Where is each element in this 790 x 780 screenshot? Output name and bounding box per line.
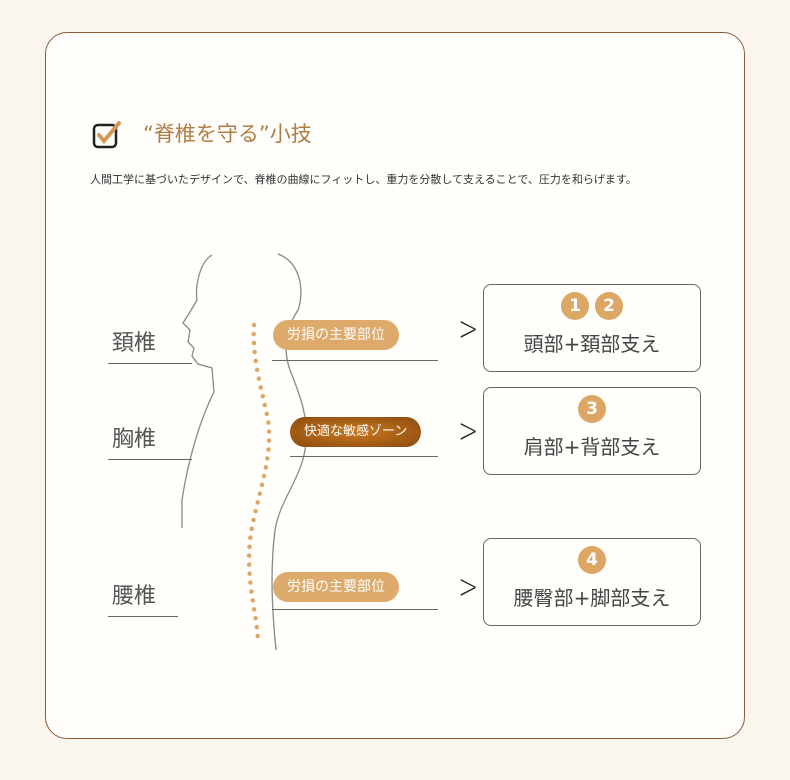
number-badge: 2 — [595, 292, 623, 320]
box-label: 頭部+頚部支え — [523, 332, 661, 356]
support-box-shoulder-back: 3 肩部+背部支え — [483, 387, 701, 475]
checkbox-icon — [92, 121, 121, 149]
label-cervical: 頚椎 — [108, 325, 192, 364]
number-badge: 1 — [561, 292, 589, 320]
number-badge: 3 — [578, 395, 606, 423]
label-lumbar: 腰椎 — [108, 578, 178, 617]
divider — [290, 456, 438, 457]
chevron-right-icon: > — [458, 411, 479, 451]
box-label: 腰臀部+脚部支え — [513, 586, 671, 610]
spine-dots — [246, 322, 272, 643]
chevron-right-icon: > — [458, 309, 479, 349]
box-label: 肩部+背部支え — [523, 435, 661, 459]
tag-thoracic: 快適な敏感ゾーン — [290, 417, 422, 447]
divider — [272, 360, 438, 361]
tag-neck: 労損の主要部位 — [273, 320, 399, 350]
page-title: “脊椎を守る”小技 — [143, 122, 312, 146]
tag-lumbar: 労損の主要部位 — [273, 572, 399, 602]
support-box-hip-leg: 4 腰臀部+脚部支え — [483, 538, 701, 626]
number-badge: 4 — [578, 546, 606, 574]
label-thoracic: 胸椎 — [108, 421, 192, 460]
description: 人間工学に基づいたデザインで、脊椎の曲線にフィットし、重力を分散して支えることで… — [90, 173, 637, 186]
divider — [272, 609, 438, 610]
card — [45, 32, 745, 739]
chevron-right-icon: > — [458, 567, 479, 607]
